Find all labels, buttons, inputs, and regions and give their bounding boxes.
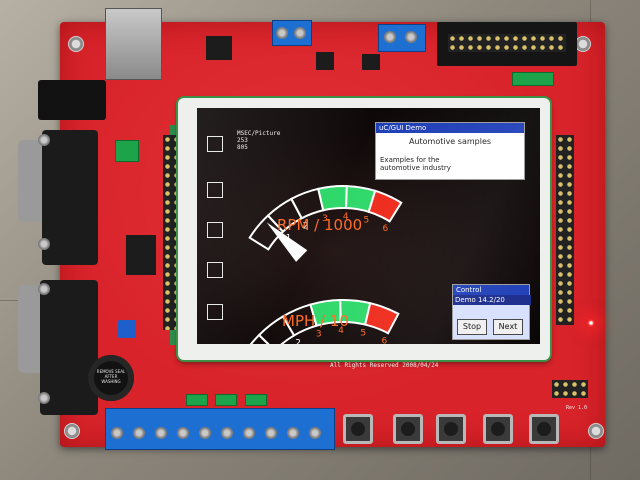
push-button-4[interactable] bbox=[483, 414, 513, 444]
status-line-1: MSEC/Picture bbox=[237, 130, 281, 137]
screw bbox=[276, 27, 288, 39]
usb-connector bbox=[105, 8, 162, 80]
ic-chip bbox=[362, 54, 380, 70]
mounting-hole bbox=[68, 36, 84, 52]
demo-window-body: Automotive samples Examples for the auto… bbox=[376, 133, 524, 175]
control-window: Control Demo 14.2/20 Stop Next bbox=[452, 284, 531, 340]
mph-tick-label: 5 bbox=[360, 328, 366, 338]
sound-icon[interactable] bbox=[207, 262, 223, 278]
push-button-2[interactable] bbox=[393, 414, 423, 444]
status-line-2: 253 bbox=[237, 137, 248, 144]
next-button[interactable]: Next bbox=[493, 319, 523, 335]
mph-tick-label: 3 bbox=[316, 329, 322, 339]
demo-window-description: Examples for the automotive industry bbox=[380, 156, 451, 172]
rpm-tick-label: 6 bbox=[383, 224, 389, 234]
screw bbox=[38, 134, 50, 146]
mph-tick-label: 6 bbox=[381, 336, 387, 344]
status-led bbox=[586, 318, 596, 328]
terminal-screw bbox=[177, 427, 189, 439]
curve-icon[interactable] bbox=[207, 304, 223, 320]
trimmer-potentiometer bbox=[118, 320, 136, 338]
mph-gauge: 0123456MPH / 10 bbox=[249, 299, 400, 344]
rpm-gauge: 123456RPM / 1000 bbox=[248, 185, 403, 262]
terminal-screw bbox=[265, 427, 277, 439]
lcd-pin-header bbox=[163, 135, 181, 330]
regulator-chip bbox=[206, 36, 232, 60]
push-button-5[interactable] bbox=[529, 414, 559, 444]
buzzer: REMOVE SEAL AFTER WASHING bbox=[88, 355, 134, 401]
rpm-gauge-title: RPM / 1000 bbox=[277, 216, 362, 234]
rpm-gauge-segment bbox=[317, 185, 348, 212]
rpm-needle bbox=[266, 222, 308, 262]
rpm-gauge-segment bbox=[367, 189, 403, 223]
mph-gauge-segment bbox=[249, 333, 270, 344]
green-jumper bbox=[115, 140, 139, 162]
terminal-screw bbox=[133, 427, 145, 439]
green-jumper bbox=[245, 394, 267, 406]
status-line-3: 805 bbox=[237, 144, 248, 151]
gauge-panel: 123456RPM / 1000 0123456MPH / 10 bbox=[248, 185, 403, 344]
terminal-screw bbox=[155, 427, 167, 439]
terminal-screw bbox=[287, 427, 299, 439]
terminal-screw bbox=[221, 427, 233, 439]
mph-tick-label: 4 bbox=[338, 326, 344, 336]
demo-window-title: uC/GUI Demo bbox=[376, 123, 524, 133]
buzzer-label: REMOVE SEAL AFTER WASHING bbox=[96, 369, 126, 384]
mph-gauge-segment bbox=[363, 301, 400, 335]
screw bbox=[384, 31, 396, 43]
mounting-hole bbox=[588, 423, 604, 439]
terminal-screw bbox=[243, 427, 255, 439]
demo-window: uC/GUI Demo Automotive samples Examples … bbox=[375, 122, 525, 180]
serial-port-1 bbox=[42, 130, 98, 265]
mph-gauge-title: MPH / 10 bbox=[282, 312, 349, 330]
version-label: Rev 1.0 bbox=[566, 405, 588, 411]
demo-window-heading: Automotive samples bbox=[408, 137, 492, 146]
terminal-screw bbox=[199, 427, 211, 439]
play-icon[interactable] bbox=[207, 136, 223, 152]
push-button-3[interactable] bbox=[436, 414, 466, 444]
screw bbox=[38, 283, 50, 295]
right-pin-header bbox=[556, 135, 574, 325]
screw bbox=[405, 31, 417, 43]
screw bbox=[38, 392, 50, 404]
green-jumper bbox=[186, 394, 208, 406]
right-pin-header bbox=[552, 380, 588, 398]
rpm-tick-label: 3 bbox=[322, 214, 328, 224]
power-jack bbox=[38, 80, 106, 120]
control-window-title: Control bbox=[453, 285, 529, 295]
board-footer-text: All Rights Reserved 2008/04/24 bbox=[330, 362, 439, 369]
green-connector bbox=[512, 72, 554, 86]
rpm-tick-label: 4 bbox=[343, 212, 349, 222]
window-icon[interactable] bbox=[207, 182, 223, 198]
mounting-hole bbox=[575, 36, 591, 52]
mounting-hole bbox=[64, 423, 80, 439]
grid-icon[interactable] bbox=[207, 222, 223, 238]
push-button-1[interactable] bbox=[343, 414, 373, 444]
control-window-info: Demo 14.2/20 bbox=[453, 295, 531, 305]
stop-button[interactable]: Stop bbox=[457, 319, 487, 335]
ic-chip bbox=[316, 52, 334, 70]
rpm-tick-label: 5 bbox=[364, 215, 370, 225]
serial-port-2 bbox=[40, 280, 98, 415]
terminal-screw bbox=[111, 427, 123, 439]
lcd-screen: MSEC/Picture 253 805 123456RPM / 1000 01… bbox=[197, 108, 540, 344]
ic-chip bbox=[126, 235, 156, 275]
green-jumper bbox=[215, 394, 237, 406]
rpm-tick-label: 2 bbox=[303, 221, 309, 231]
screw bbox=[38, 238, 50, 250]
screw bbox=[294, 27, 306, 39]
header-pins bbox=[448, 34, 566, 52]
mph-tick-label: 2 bbox=[295, 338, 301, 344]
terminal-screw bbox=[309, 427, 321, 439]
